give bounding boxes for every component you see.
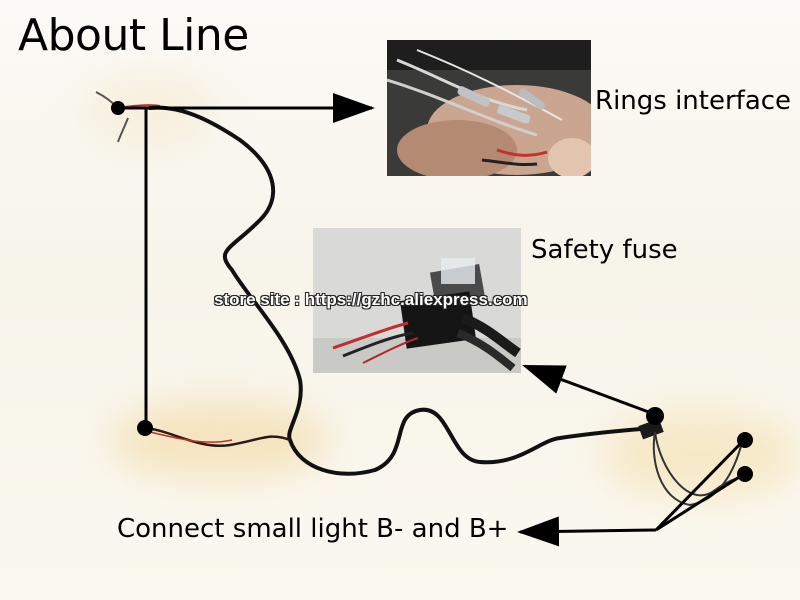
page-title: About Line: [18, 10, 249, 61]
label-connect-small-light: Connect small light B- and B+: [117, 514, 509, 544]
safety-fuse-photo: [313, 228, 521, 373]
red-wire-bottom-left: [149, 431, 233, 443]
rings-interface-photo: [387, 40, 591, 176]
label-rings-interface: Rings interface: [595, 86, 792, 116]
dot-light-upper: [737, 432, 753, 448]
wire-end-top-2: [117, 117, 129, 143]
dot-bottom-left: [137, 420, 153, 436]
pointer-light-upper: [654, 438, 746, 532]
pointer-light-lower: [655, 472, 745, 532]
label-safety-fuse: Safety fuse: [531, 235, 678, 265]
dot-fuse: [646, 407, 664, 425]
store-watermark: store site : https://gzhc.aliexpress.com: [214, 290, 528, 309]
arrow-to-fuse: [522, 364, 655, 416]
dot-top-left: [111, 101, 125, 115]
cable-to-bottom-left: [144, 426, 291, 448]
arrow-to-connect-label: [517, 516, 657, 547]
main-cable: [148, 105, 654, 476]
dot-light-lower: [737, 466, 753, 482]
light-wire-1: [652, 431, 743, 507]
